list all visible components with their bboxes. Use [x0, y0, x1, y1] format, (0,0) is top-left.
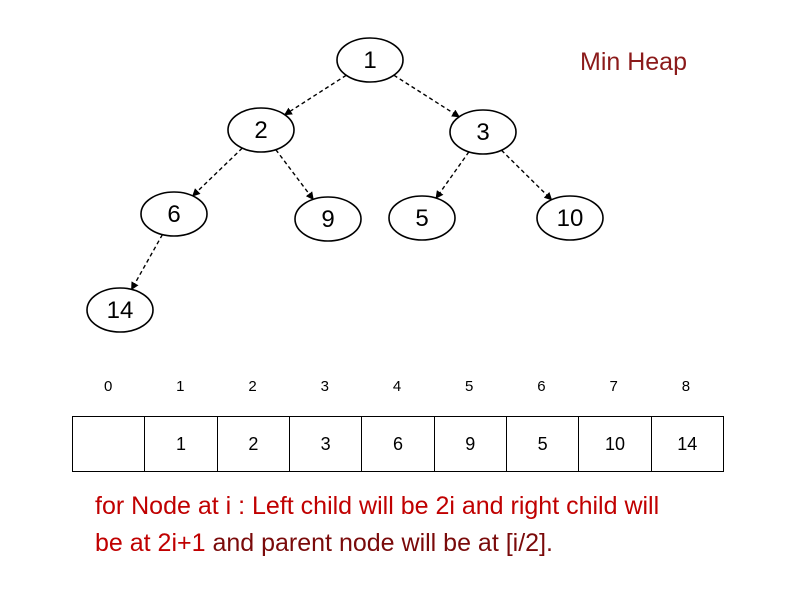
array-index: 2	[248, 378, 257, 395]
tree-node-label: 14	[107, 297, 134, 324]
array-index: 6	[537, 378, 546, 395]
array-cell: 10	[579, 417, 652, 471]
tree-node: 9	[294, 196, 362, 242]
caption-line-2-red: be at 2i+1	[95, 529, 206, 557]
tree-node-label: 5	[415, 205, 428, 232]
tree-node-ellipse	[388, 195, 456, 241]
tree-node-ellipse	[86, 287, 154, 333]
caption-line-2: be at 2i+1 and parent node will be at [i…	[95, 525, 755, 562]
tree-node-label: 1	[363, 47, 376, 74]
tree-edge-arrow	[130, 234, 164, 291]
array-cell: 6	[362, 417, 435, 471]
array-cell: 3	[290, 417, 363, 471]
tree-node-label: 10	[557, 205, 584, 232]
array-cell	[73, 417, 146, 471]
tree-node-ellipse	[294, 196, 362, 242]
tree-node-label: 2	[254, 117, 267, 144]
array-cell: 14	[677, 433, 698, 454]
tree-edge-arrow	[275, 149, 314, 201]
array-index: 7	[609, 378, 618, 395]
array-index: 3	[320, 378, 329, 395]
tree-node: 1	[336, 37, 404, 83]
heap-array: 1 2 3 6 9 5 10 14	[72, 416, 724, 472]
tree-node-label: 9	[321, 206, 334, 233]
tree-node: 10	[536, 195, 604, 241]
array-index: 1	[176, 378, 185, 395]
array-cell: 2	[218, 417, 290, 471]
tree-node-ellipse	[140, 191, 208, 237]
tree-node: 6	[140, 191, 208, 237]
tree-edge-arrow	[283, 74, 347, 116]
diagram-title: Min Heap	[580, 48, 687, 76]
tree-node-ellipse	[336, 37, 404, 83]
array-cell: 1	[145, 417, 218, 471]
tree-node-ellipse	[449, 109, 517, 155]
tree-node: 3	[449, 109, 517, 155]
tree-edge-arrow	[500, 149, 553, 201]
array-cell: 5	[507, 417, 580, 471]
heap-tree: 1 2 3 6 9 5 10 14	[86, 37, 604, 333]
tree-edge-arrow	[393, 74, 460, 118]
tree-node: 2	[227, 107, 295, 153]
array-index: 5	[465, 378, 474, 395]
caption: for Node at i : Left child will be 2i an…	[95, 488, 755, 562]
tree-node: 5	[388, 195, 456, 241]
caption-line-2-dark: and parent node will be at [i/2].	[205, 529, 553, 557]
array-index: 8	[681, 378, 691, 395]
array-index: 4	[392, 378, 402, 395]
tree-node-label: 3	[476, 119, 489, 146]
caption-line-1: for Node at i : Left child will be 2i an…	[95, 492, 660, 520]
array-cell: 9	[435, 417, 507, 471]
tree-edge-arrow	[192, 147, 243, 197]
array-index: 0	[103, 378, 113, 395]
tree-node-ellipse	[536, 195, 604, 241]
tree-node-ellipse	[227, 107, 295, 153]
tree-edge-arrow	[435, 151, 470, 199]
array-index-row: 0 1 2 3 4 5 6 7 8	[72, 378, 724, 400]
tree-node-label: 6	[167, 201, 180, 228]
tree-node: 14	[86, 287, 154, 333]
